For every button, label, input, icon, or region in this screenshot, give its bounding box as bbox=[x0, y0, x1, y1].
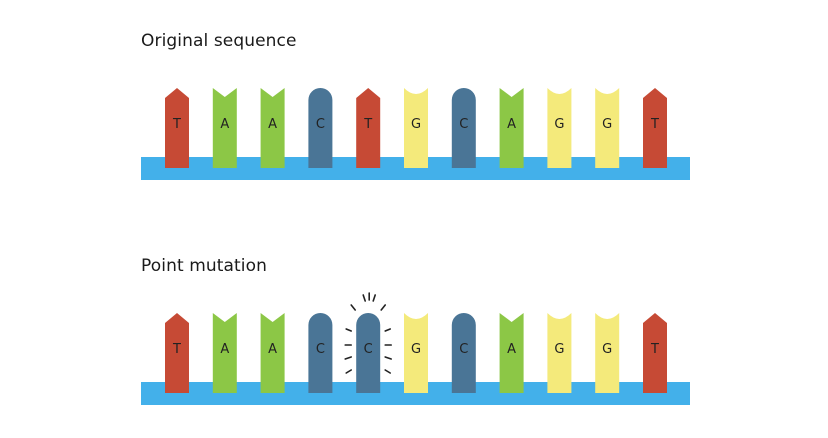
nucleotide-C: C bbox=[451, 88, 476, 168]
nucleotide-A: A bbox=[499, 88, 524, 168]
nucleotide-letter: G bbox=[554, 342, 564, 357]
mutation-burst-icon bbox=[344, 292, 393, 374]
nucleotide-letter: G bbox=[602, 342, 612, 357]
nucleotide-T: T bbox=[356, 88, 381, 168]
nucleotide-letter: A bbox=[268, 117, 277, 132]
nucleotide-letter: G bbox=[602, 117, 612, 132]
nucleotide-letter: G bbox=[411, 342, 421, 357]
nucleotide-A: A bbox=[260, 88, 285, 168]
nucleotide-letter: C bbox=[316, 117, 325, 132]
nucleotide-G: G bbox=[404, 88, 428, 168]
nucleotide-letter: C bbox=[459, 117, 468, 132]
nucleotide-G: G bbox=[547, 313, 572, 393]
nucleotide-C: C bbox=[308, 313, 333, 393]
nucleotide-A: A bbox=[212, 313, 237, 393]
original-sequence-heading: Original sequence bbox=[141, 31, 297, 51]
nucleotide-letter: G bbox=[411, 117, 421, 132]
nucleotide-letter: C bbox=[316, 342, 325, 357]
nucleotide-G: G bbox=[595, 313, 620, 393]
nucleotide-G: G bbox=[547, 88, 572, 168]
nucleotide-C: C bbox=[344, 292, 393, 393]
nucleotide-letter: C bbox=[459, 342, 468, 357]
nucleotide-T: T bbox=[165, 313, 189, 393]
nucleotide-letter: T bbox=[363, 117, 372, 132]
nucleotide-letter: A bbox=[507, 117, 516, 132]
nucleotide-T: T bbox=[165, 88, 189, 168]
nucleotide-letter: A bbox=[507, 342, 516, 357]
nucleotide-G: G bbox=[404, 313, 428, 393]
point-mutation-heading: Point mutation bbox=[141, 256, 267, 276]
nucleotide-letter: T bbox=[650, 117, 659, 132]
nucleotide-letter: C bbox=[364, 342, 373, 357]
nucleotide-T: T bbox=[643, 313, 667, 393]
nucleotide-C: C bbox=[308, 88, 333, 168]
nucleotide-C: C bbox=[451, 313, 476, 393]
nucleotide-letter: A bbox=[220, 117, 229, 132]
nucleotide-letter: A bbox=[220, 342, 229, 357]
nucleotide-T: T bbox=[643, 88, 667, 168]
nucleotide-A: A bbox=[260, 313, 285, 393]
nucleotide-A: A bbox=[499, 313, 524, 393]
nucleotide-G: G bbox=[595, 88, 620, 168]
nucleotide-A: A bbox=[212, 88, 237, 168]
nucleotide-letter: G bbox=[554, 117, 564, 132]
nucleotide-letter: T bbox=[650, 342, 659, 357]
nucleotide-letter: A bbox=[268, 342, 277, 357]
nucleotide-letter: T bbox=[172, 117, 181, 132]
nucleotide-letter: T bbox=[172, 342, 181, 357]
